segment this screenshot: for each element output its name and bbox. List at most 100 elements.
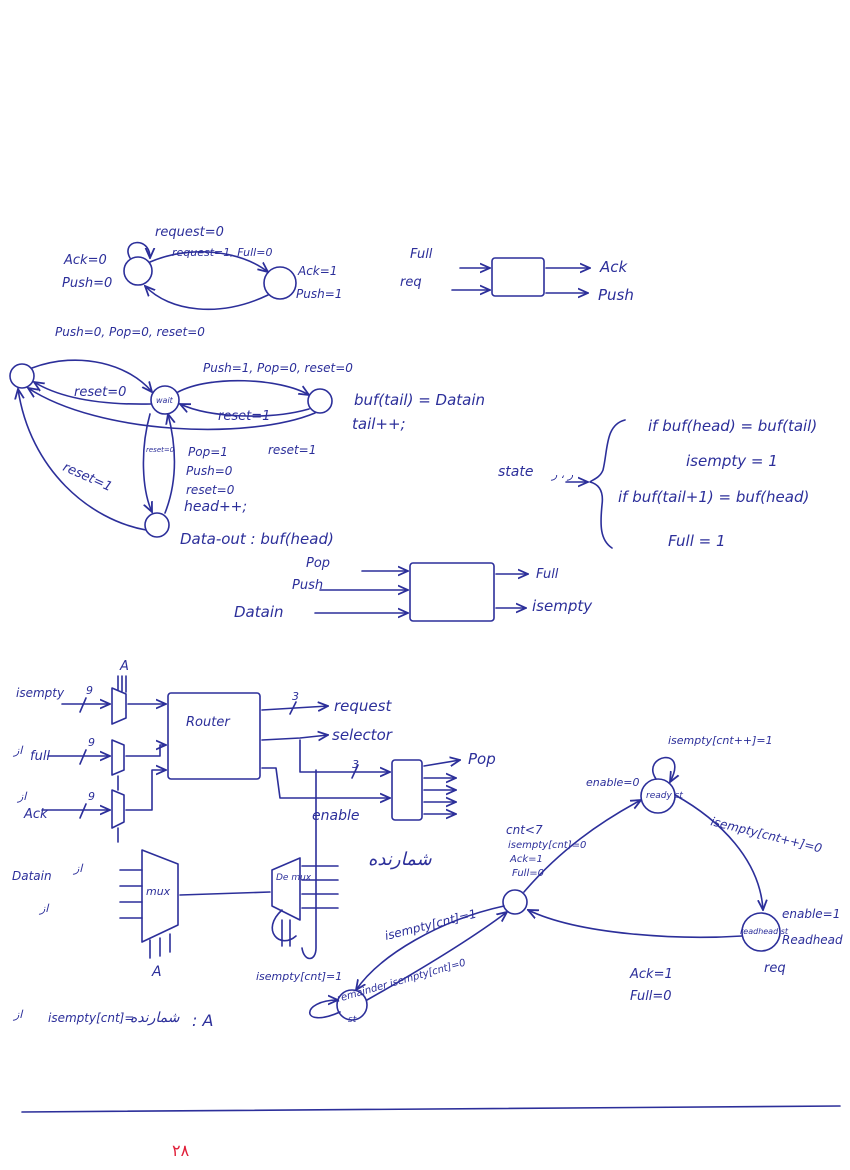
legend-c: : A [192,1011,213,1030]
datain-mux [141,849,179,943]
pop-cond-1: Pop=1 [188,445,228,459]
state-write [307,388,333,414]
mux-label: mux [146,885,171,898]
mux-top-label: A [119,659,129,674]
state-wait [150,385,180,415]
output-ack: Ack [599,258,629,276]
input-isempty: isempty [16,686,65,700]
enable1-label: enable=1 [782,907,840,921]
router-label: Router [186,715,231,730]
handshake-box [491,257,545,297]
output-request: request [334,697,392,715]
input-full: Full [410,247,433,262]
enable0-label: enable=0 [586,776,640,789]
remainder-label: st [348,1015,357,1025]
footer-rule [21,1105,841,1113]
right-output-push: Push=1 [296,287,342,301]
bus-width-full: 9 [88,736,95,749]
enable-wire [301,769,317,960]
pop-cond-4: head++; [184,499,247,515]
arc-to-idle [145,286,269,311]
write-action-2: tail++; [352,415,406,433]
state-idle [123,256,153,286]
ready-loop-label: isempty[cnt++]=1 [668,734,773,747]
back-label-1: Ack=1 [629,967,673,982]
readhead-text: Readhead [782,933,843,947]
bus-width-request: 3 [292,690,299,703]
mux-full [111,739,125,776]
output-selector: selector [332,726,393,744]
buffer-block: Pop Push Datain Full isempty [234,556,593,622]
legend-b: شمارنده [130,1010,180,1026]
left-output-push: Push=0 [62,276,112,291]
condition-1: if buf(head) = buf(tail) [648,417,817,435]
input-pop: Pop [306,556,330,571]
curly-brace [589,419,626,549]
cnt-label: isempty[cnt]=1 [256,970,342,983]
input-ack-prefix: از [16,790,28,803]
to-remainder-label: isempty[cnt]=1 [383,907,478,943]
input-datain: Datain [234,603,284,621]
buffer-fsm: Push=0, Pop=0, reset=0 Push=1, Pop=0, re… [9,325,485,548]
datain-demux [271,857,301,921]
self-loop-arrow [127,241,150,258]
state-conditions: state ر ، ر if buf(head) = buf(tail) ise… [498,417,817,550]
center-label-3: Ack=1 [509,854,543,865]
mux-ack [111,789,125,829]
condition-4: Full = 1 [668,532,726,550]
reset0-vertical: reset=0 [146,446,175,454]
state-label: state [498,464,533,480]
back-label-2: Full=0 [630,989,672,1004]
output-full: Full [536,567,559,582]
top-label: Push=0, Pop=0, reset=0 [55,325,205,339]
condition-3: if buf(tail+1) = buf(head) [618,488,809,506]
write-action-1: buf(tail) = Datain [354,391,485,409]
state-arrow-note: ر ، ر [550,468,574,481]
data-out-label: Data-out : buf(head) [180,530,334,548]
condition-2: isempty = 1 [686,452,778,470]
reset1-b: reset=1 [268,443,316,457]
datain-suffix: از [72,862,84,875]
state-ready [640,778,676,814]
from-remainder-label: remainder isempty[cnt]=0 [336,958,467,1005]
bus-width-isempty: 9 [86,684,93,697]
wait-label: wait [156,396,174,405]
input-push: Push [292,578,323,593]
demux-label: De mux [276,873,312,883]
input-full: full [30,749,50,764]
left-output-ack: Ack=0 [63,253,107,268]
handshake-block: Full req Ack Push [400,247,634,304]
legend-prefix: از [12,1008,24,1021]
router-diagram: A 9 9 9 isempty از full از Ack Router 3 … [12,659,496,1030]
buffer-box [409,562,495,622]
input-ack: Ack [23,807,48,822]
bus-width-ack: 9 [88,790,95,803]
output-isempty: isempty [532,597,593,615]
persian-note: شمارنده [368,849,432,870]
arc-label: request=1, Full=0 [172,246,272,259]
readhead-label: readhead st [740,927,789,936]
ready-label: ready st [646,791,683,801]
cnt-fsm: isempty[cnt++]=1 ready st enable=0 isemp… [309,734,843,1025]
mux-isempty [111,687,127,725]
pop-cond-3: reset=0 [186,483,235,497]
arc-to-ack [149,251,268,272]
right-output-ack: Ack=1 [297,264,337,278]
state-ack [263,266,297,300]
pop-demux [391,759,423,821]
req-label: req [764,961,786,976]
output-pop: Pop [468,750,496,768]
input-full-prefix: از [12,744,24,757]
handshake-fsm: request=0 request=1, Full=0 Ack=0 Push=0… [62,225,342,311]
state-read [144,512,170,538]
state-readhead [741,912,781,952]
mux-bottom-label: A [151,964,162,980]
center-label-2: isempty[cnt]=0 [508,840,586,851]
enable-label: enable [312,808,359,824]
self-loop-label: request=0 [155,225,224,240]
datain-label: Datain [12,869,52,883]
datain-suffix2: از [38,902,50,915]
pop-cond-2: Push=0 [186,464,233,478]
